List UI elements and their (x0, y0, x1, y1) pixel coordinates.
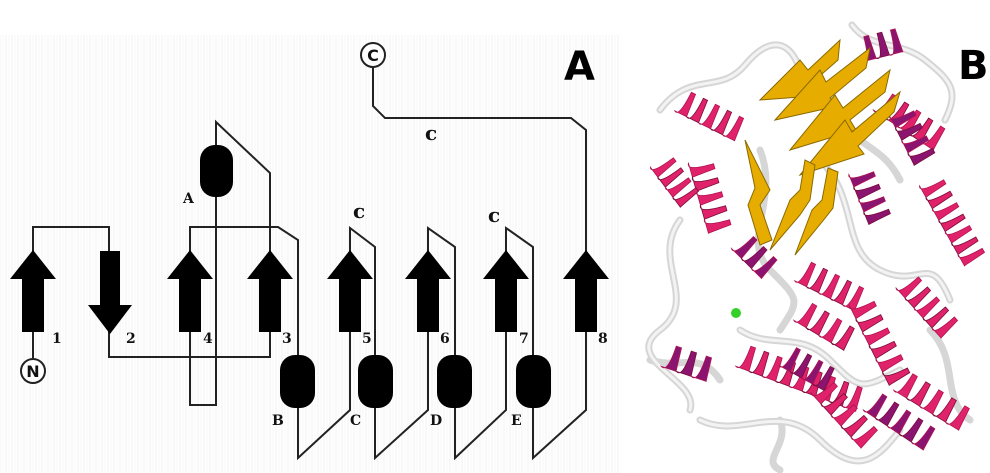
helix-ribbon-segment (919, 179, 947, 198)
strand-label-4: 4 (203, 331, 213, 347)
helix-ribbon-segment (862, 327, 891, 346)
helix-ribbon-segment (703, 217, 732, 234)
strand-label-5: 5 (362, 331, 372, 347)
metal-ion-sphere (731, 308, 741, 318)
helix-ribbon-segment (853, 183, 881, 200)
strand-2-arrow (88, 251, 132, 334)
loop-c-label-top: c (425, 121, 437, 145)
sheet-ribbons (744, 38, 901, 256)
helix-ribbon-segment (792, 302, 818, 329)
c-terminus-circle (360, 42, 386, 68)
helix-letter-labels: A B C D E (182, 191, 522, 429)
helix-a-cylinder (200, 145, 233, 197)
strand-6-arrow (405, 250, 451, 332)
strand-label-1: 1 (52, 331, 62, 347)
helix-ribbon-segment (778, 347, 801, 373)
helix-e-cylinder (516, 355, 551, 408)
helix-ribbon-segment (750, 255, 778, 279)
loop-c-labels: c c c (353, 121, 500, 227)
helix-ribbon-segment (812, 365, 835, 392)
strand-label-2: 2 (126, 331, 136, 347)
loop-8-c-terminus (372, 68, 587, 255)
loop-c-label-7: c (488, 203, 500, 227)
helix-label-b: B (272, 413, 284, 429)
strand-number-labels: 1 2 4 3 5 6 7 8 (52, 331, 608, 347)
strand-1-arrow (10, 250, 56, 332)
helix-ribbon-segment (659, 345, 683, 372)
helix-ribbon-segment (734, 345, 757, 372)
helix-ribbon-segment (830, 325, 855, 351)
helix-ribbon-segment (730, 235, 758, 259)
loop-helixA-4-B (189, 197, 299, 406)
strand-5-arrow (327, 250, 373, 332)
helix-ribbon-segment (882, 367, 911, 386)
helix-label-a: A (182, 191, 195, 207)
termini: N C (20, 42, 386, 384)
helix-ribbon-segment (944, 405, 970, 431)
helix-ribbon-segment (721, 115, 745, 142)
loop-1-2 (32, 226, 110, 255)
strand-3-arrow (247, 250, 293, 332)
helix-ribbon-segment (850, 425, 878, 449)
loop-E-8 (532, 330, 587, 461)
helix-ribbon-segment (841, 385, 863, 412)
loop-3-helixA (215, 119, 271, 255)
helix-ribbon-segment (858, 196, 886, 213)
helix-ribbon-segment (863, 208, 891, 225)
loop-c-label-5: c (353, 199, 365, 223)
helix-ribbon-segment (910, 425, 936, 451)
helix-label-d: D (430, 413, 442, 429)
strand-7-arrow (483, 250, 529, 332)
helix-ribbon-segment (699, 203, 728, 220)
helix-ribbon-segment (689, 355, 713, 382)
helix-ribbons (649, 28, 986, 451)
protein-ribbon-structure (645, 21, 986, 473)
strand-label-3: 3 (282, 331, 292, 347)
helix-ribbon-segment (931, 316, 959, 339)
n-terminus-label: N (26, 362, 39, 381)
helix-ribbon-segment (848, 171, 876, 188)
helix-label-c: C (350, 413, 361, 429)
helix-b-cylinder (280, 355, 315, 408)
panel-b-letter: B (958, 43, 989, 89)
helix-ribbon-segment (868, 340, 897, 360)
strand-label-8: 8 (598, 331, 608, 347)
strand-4-arrow (167, 250, 213, 332)
helix-ribbon-segment (793, 261, 817, 288)
helix-ribbon-segment (687, 161, 716, 178)
helix-d-cylinder (437, 355, 472, 408)
helix-ribbon-segment (672, 187, 700, 208)
beta-strands (10, 250, 609, 334)
helix-c-cylinder (358, 355, 393, 408)
n-terminus-circle (20, 358, 46, 384)
helix-ribbon-segment (862, 393, 888, 419)
alpha-helices (200, 145, 551, 408)
helix-ribbon-segment (957, 247, 986, 267)
helix-ribbon-segment (888, 28, 904, 56)
helix-label-e: E (511, 413, 522, 429)
helix-ribbon-segment (695, 189, 724, 206)
helix-ribbon-segment (855, 314, 884, 333)
strand-8-arrow (563, 250, 609, 332)
strand-label-7: 7 (519, 331, 529, 347)
helix-ribbon-segment (907, 147, 936, 166)
strand-label-6: 6 (440, 331, 450, 347)
panel-a-letter: A (564, 44, 595, 90)
panel-a-background (0, 35, 619, 473)
c-terminus-label: C (367, 46, 379, 65)
